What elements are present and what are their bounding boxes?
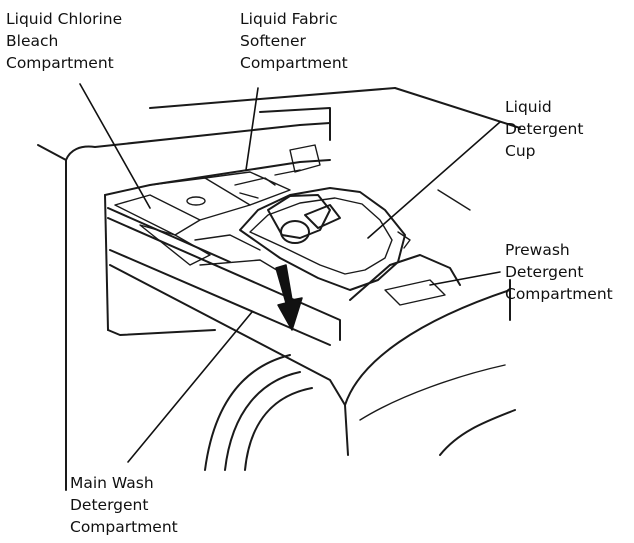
leader-line-softener: [245, 87, 259, 171]
leader-line-detergent-cup: [367, 121, 501, 239]
leader-line-prewash: [429, 271, 501, 286]
washer-cabinet: [37, 87, 521, 491]
washer-front-panel: [344, 279, 516, 456]
detergent-cup: [239, 187, 411, 291]
label-bleach-compartment: Liquid Chlorine Bleach Compartment: [6, 10, 123, 72]
leader-line-bleach: [79, 83, 151, 209]
dispenser-drawer: [104, 144, 346, 406]
label-main-wash-compartment: Main Wash Detergent Compartment: [70, 474, 178, 536]
leader-line-main-wash: [127, 311, 253, 463]
label-prewash-compartment: Prewash Detergent Compartment: [505, 241, 613, 303]
label-softener-compartment: Liquid Fabric Softener Compartment: [240, 10, 348, 72]
prewash-compartment: [349, 254, 461, 306]
downward-arrow-icon: [275, 264, 303, 331]
label-detergent-cup: Liquid Detergent Cup: [505, 98, 584, 160]
washer-door: [204, 354, 313, 471]
